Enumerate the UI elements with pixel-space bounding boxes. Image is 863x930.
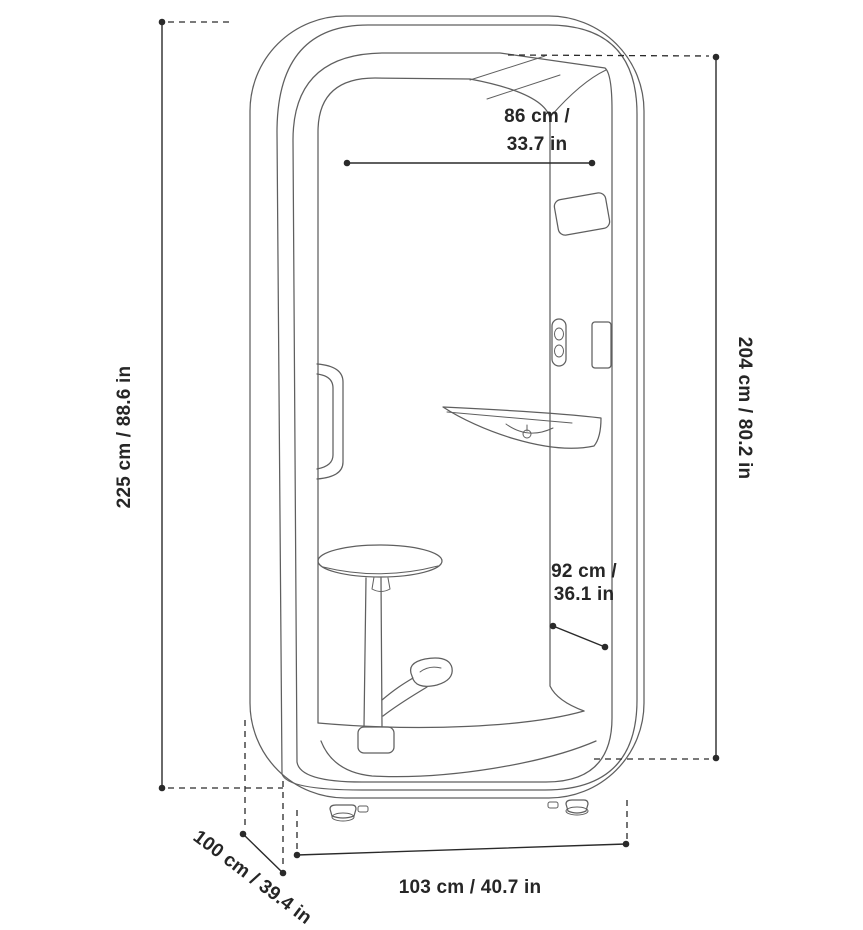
- interior-width-lower-label-line1: 92 cm /: [551, 561, 617, 582]
- foot-front-right-base: [565, 806, 589, 816]
- door-handle: [316, 363, 344, 480]
- stool-seat: [317, 544, 443, 578]
- stool: [317, 544, 453, 754]
- stool-footrest-arm-lower: [382, 686, 428, 717]
- booth-interior: [317, 55, 607, 778]
- ceiling-light-edge-1: [469, 55, 546, 81]
- stool-footrest-loop-inner: [419, 666, 442, 673]
- power-outlet-body: [551, 318, 567, 367]
- stool-footrest-loop: [409, 657, 453, 687]
- interior-height-label: 204 cm / 80.2 in: [734, 336, 755, 480]
- front-frame-line: [292, 52, 613, 783]
- interior-width-top-label: 86 cm / 33.7 in: [504, 103, 570, 159]
- ceiling-right-seam: [550, 69, 607, 117]
- booth-shell: [249, 15, 645, 799]
- int-height-extension-top: [507, 54, 710, 57]
- door-handle-outer: [316, 363, 344, 480]
- ceiling-light-edge-2: [486, 74, 561, 100]
- interior-width-top-label-line2: 33.7 in: [506, 134, 568, 155]
- table-bracket: [505, 423, 554, 434]
- table-edge-line: [446, 411, 573, 424]
- dim-exterior-height-line: [158, 18, 283, 792]
- interior-width-lower-label-line2: 36.1 in: [553, 584, 615, 605]
- dim-interior-width-lower-line: [549, 622, 609, 651]
- dim-interior-width-top-line: [343, 159, 596, 167]
- wall-shelf: [553, 192, 611, 236]
- wall-table: [442, 406, 602, 449]
- floor-lip: [320, 740, 597, 778]
- leveling-feet: [329, 799, 589, 822]
- shell-inner-line: [276, 24, 638, 791]
- power-outlet-socket-top: [554, 327, 564, 341]
- foot-front-left: [329, 804, 357, 819]
- shell-outer-line: [249, 15, 645, 799]
- foot-front-right: [565, 799, 589, 814]
- dim-interior-height-line: [507, 53, 720, 762]
- foot-front-right-tab: [547, 801, 559, 809]
- dim-exterior-depth-line: [239, 720, 287, 877]
- exterior-width-label: 103 cm / 40.7 in: [398, 877, 542, 898]
- wall-control-panel: [591, 321, 612, 369]
- stool-footrest-arm-upper: [381, 677, 414, 701]
- interior-width-lower-label: 92 cm / 36.1 in: [551, 560, 617, 606]
- stool-column-right: [380, 577, 383, 728]
- power-outlet-socket-bottom: [554, 344, 564, 358]
- stool-column-left: [363, 577, 367, 728]
- stool-seat-underside: [322, 565, 439, 575]
- wall-fittings: [551, 192, 612, 369]
- table-bracket-knob: [522, 429, 532, 439]
- dim-exterior-width-line: [293, 797, 630, 859]
- foot-front-left-base: [331, 812, 355, 822]
- table-top: [442, 406, 602, 449]
- door-handle-inner: [316, 373, 334, 470]
- interior-width-top-label-line1: 86 cm /: [504, 106, 570, 127]
- foot-front-left-tab: [357, 805, 369, 813]
- stool-base: [357, 726, 395, 754]
- exterior-height-label: 225 cm / 88.6 in: [114, 365, 135, 509]
- interior-outline: [317, 77, 585, 724]
- floor-front-edge: [317, 710, 585, 729]
